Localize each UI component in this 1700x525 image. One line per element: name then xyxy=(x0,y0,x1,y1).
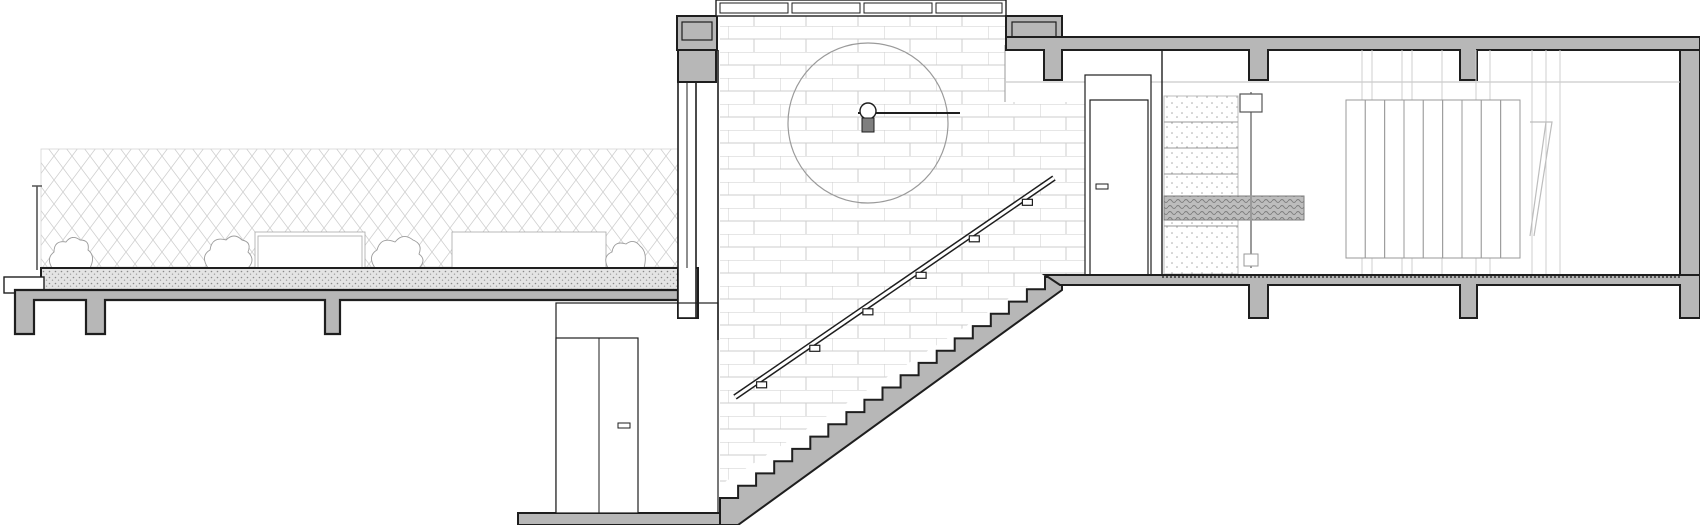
skylight-pane xyxy=(935,2,1003,14)
sconce-body xyxy=(861,117,875,133)
wall-sconce xyxy=(858,102,960,133)
handrail-brackets xyxy=(755,198,1034,389)
lower-door-handle xyxy=(617,422,631,429)
handrail-bar-inner xyxy=(734,176,1055,399)
upper-door xyxy=(1084,74,1152,276)
planter-panel xyxy=(451,231,607,269)
upper-door-handle xyxy=(1095,183,1109,190)
stair xyxy=(719,276,1063,525)
handrail-bracket xyxy=(809,344,821,352)
terrace-soil-layer xyxy=(40,267,679,291)
bookshelf xyxy=(1163,92,1305,275)
shrub xyxy=(49,237,93,269)
handrail-bracket xyxy=(862,308,874,316)
skylight-frame xyxy=(715,0,1007,17)
garden-terrace xyxy=(3,148,699,336)
garden-shrubs xyxy=(49,235,646,269)
handrail-bracket xyxy=(1021,198,1034,206)
upper-wall-blockwork xyxy=(720,16,1085,485)
screen-panel xyxy=(1422,99,1444,259)
lower-door xyxy=(555,302,719,514)
handrail-bracket xyxy=(755,381,768,389)
screen-panel xyxy=(1345,99,1366,259)
shrub xyxy=(204,235,253,269)
folding-screen-panels xyxy=(1345,99,1521,259)
lounge-floor-slab xyxy=(1041,274,1700,319)
shrub xyxy=(371,236,424,269)
screen-panel xyxy=(1403,99,1424,259)
handrail-bracket xyxy=(915,271,927,279)
skylight-pane xyxy=(791,2,861,14)
planter-panel xyxy=(254,231,366,269)
folding-screen xyxy=(1345,50,1561,274)
skylight-pane xyxy=(863,2,933,14)
screen-panel xyxy=(1442,99,1463,259)
floor-lamp-base xyxy=(1243,253,1259,267)
sconce-bulb xyxy=(859,102,877,120)
screen-panel xyxy=(1461,99,1482,259)
screen-panel xyxy=(1480,99,1502,259)
column-left-head xyxy=(677,49,717,83)
skylight-pane xyxy=(719,2,789,14)
terrace-slab xyxy=(13,288,680,336)
screen-ladder xyxy=(1529,121,1553,237)
shrub xyxy=(605,241,646,269)
circular-window xyxy=(787,42,949,204)
floor-lamp-head xyxy=(1239,93,1263,113)
handrail-bracket xyxy=(968,235,980,243)
stair-hall xyxy=(517,0,1085,525)
screen-panel xyxy=(1384,99,1405,259)
bookshelf-body xyxy=(1163,95,1239,275)
skylight xyxy=(715,0,1007,17)
roof-slab xyxy=(1005,36,1700,81)
screen-panel xyxy=(1500,99,1521,259)
screen-panel xyxy=(1364,99,1386,259)
bench-cushion xyxy=(1163,195,1305,221)
parapet-left-cap xyxy=(681,21,713,41)
garden-planter-panels xyxy=(254,231,607,269)
parapet-left xyxy=(676,15,718,51)
lower-floor-slab xyxy=(517,512,721,525)
upper-lounge xyxy=(1005,36,1700,319)
terrace-edge-post xyxy=(32,185,42,270)
handrail xyxy=(733,175,1056,400)
